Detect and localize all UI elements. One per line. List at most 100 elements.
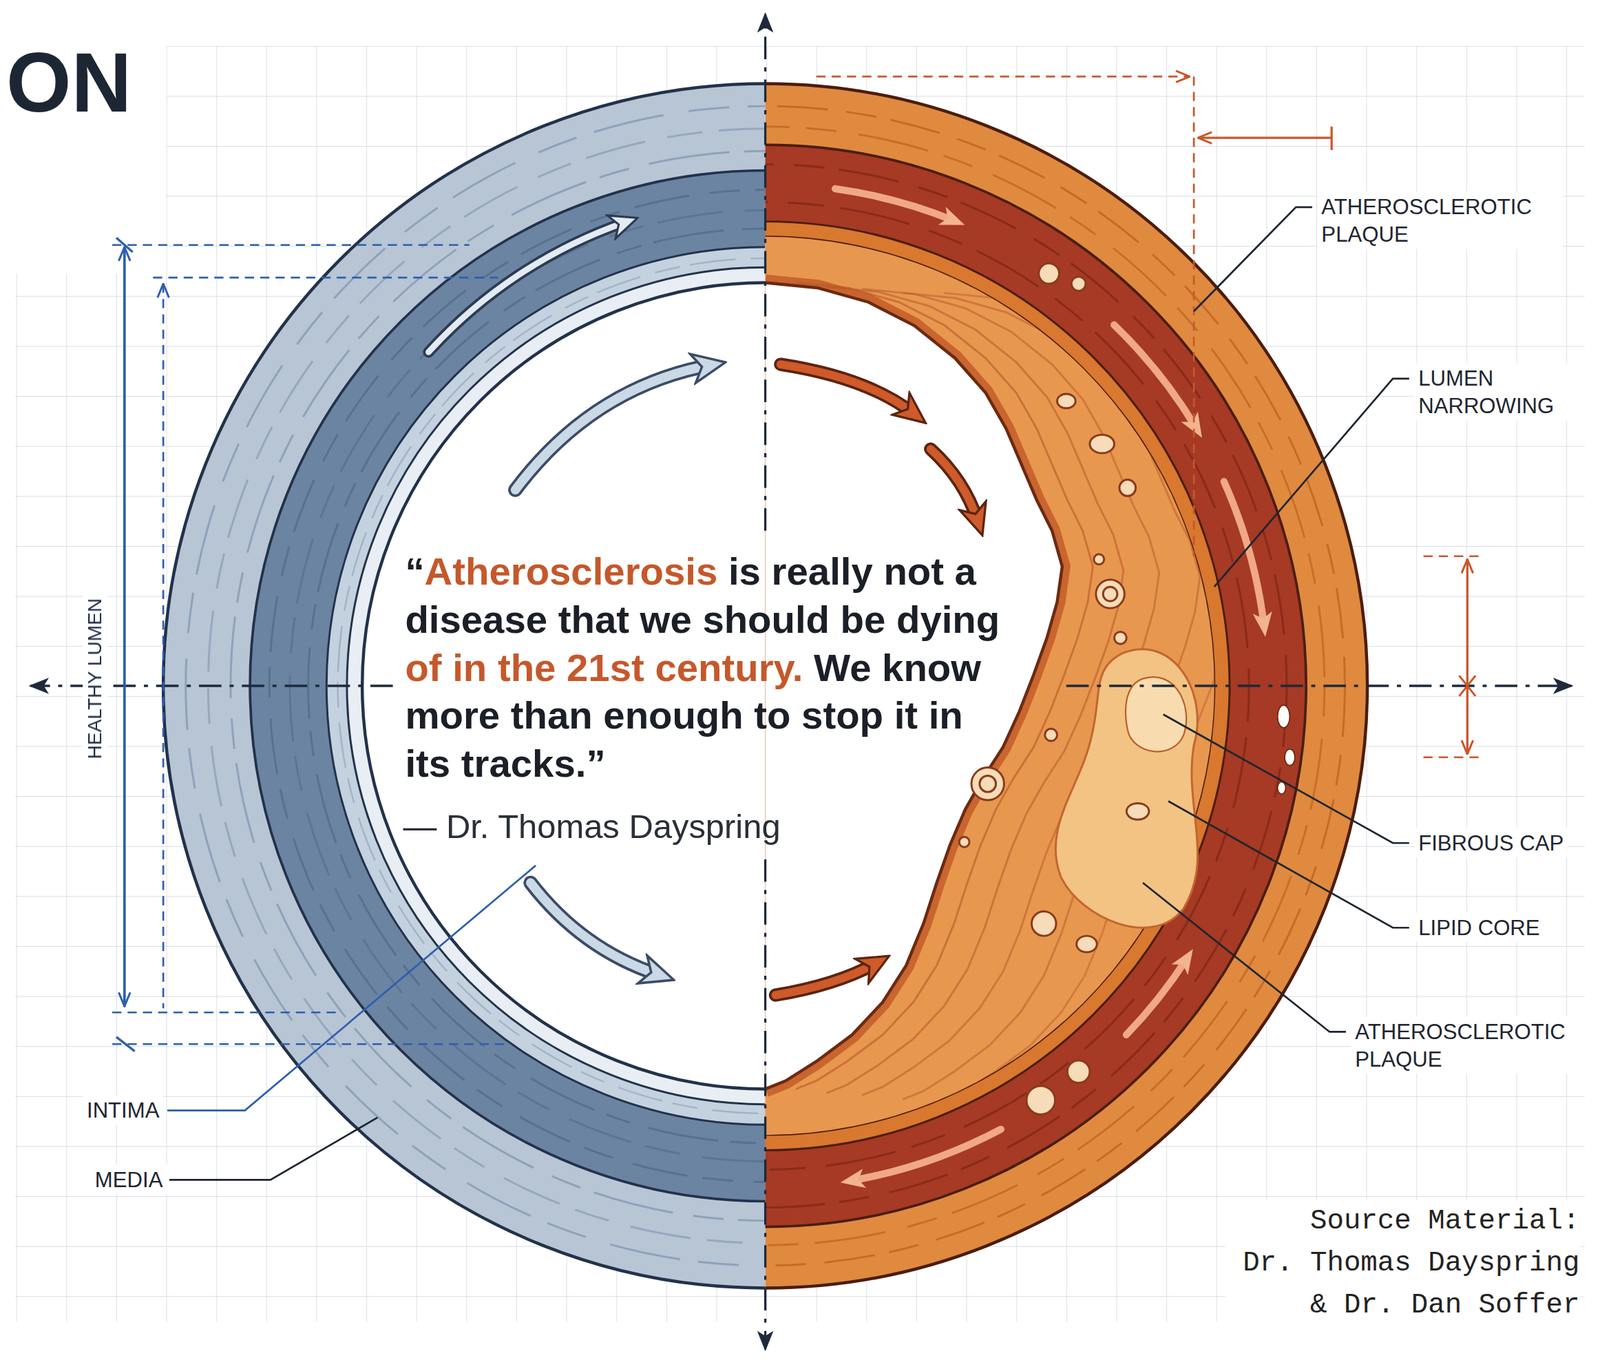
axis-line	[764, 14, 767, 531]
part-label-holder: FIBROUS CAP	[1414, 827, 1568, 858]
droplet	[1277, 704, 1291, 728]
media-ring	[249, 170, 765, 1202]
tissue-texture	[230, 150, 766, 1220]
extension-line	[816, 75, 1190, 78]
leader-lines	[167, 207, 1410, 1180]
endothelium-ring	[346, 267, 766, 1104]
cell	[971, 767, 1004, 800]
flow-arrow-outline	[530, 882, 659, 975]
cell	[1119, 479, 1136, 497]
extension-line	[1193, 76, 1196, 557]
flow-arrow	[775, 963, 876, 995]
dimension-tick	[1330, 126, 1333, 151]
leader-line	[1163, 713, 1410, 843]
title-holder: ON	[6, 40, 132, 125]
page-title: ON	[6, 40, 132, 125]
part-label: ATHEROSCLEROTIC PLAQUE	[1350, 1016, 1596, 1074]
healthy-lumen	[362, 282, 765, 1090]
cell	[1093, 554, 1105, 565]
extension-line	[1423, 755, 1482, 759]
flow-arrow-outline	[775, 963, 876, 995]
axis-line	[1066, 684, 1572, 687]
dimension-label: HEALTHY LUMEN	[82, 594, 108, 764]
cell	[979, 775, 997, 792]
part-label-holder: INTIMA	[82, 1094, 164, 1125]
dimension-line	[123, 247, 126, 1007]
leader-line	[1142, 882, 1346, 1032]
cell	[1026, 1085, 1055, 1114]
wall-flow-arrow	[1113, 324, 1196, 428]
cell	[1045, 728, 1058, 741]
dimension-label-holder: HEALTHY LUMEN	[82, 594, 108, 764]
dimension-tick	[116, 1036, 135, 1052]
cell	[1076, 935, 1098, 953]
leader-line	[167, 865, 536, 1111]
extension-line	[112, 1043, 511, 1046]
cell	[1031, 911, 1057, 937]
dimension-tick	[116, 237, 133, 252]
media-ring	[765, 144, 1307, 1227]
extension-line	[112, 243, 470, 246]
quote-attribution: — Dr. Thomas Dayspring	[402, 806, 781, 847]
source-note: Source Material:	[1226, 1200, 1581, 1242]
quote-text: “	[404, 550, 425, 593]
flow-arrow	[530, 882, 659, 975]
flow-arrow	[930, 448, 978, 521]
cell	[1056, 393, 1076, 409]
leader-line	[169, 1117, 378, 1180]
cell	[1089, 434, 1115, 454]
part-label-holder: MEDIA	[90, 1164, 167, 1194]
part-label-holder: LUMEN NARROWING	[1414, 363, 1593, 421]
leader-line	[1214, 378, 1410, 587]
extension-line	[162, 283, 165, 1008]
flow-arrow	[514, 365, 710, 491]
part-label-holder: ATHEROSCLEROTIC PLAQUE	[1317, 192, 1563, 250]
flow-arrow-outline	[780, 364, 914, 414]
narrowed-lumen	[765, 236, 1215, 1135]
plaque-texture	[765, 282, 1242, 1100]
fibrous-cap	[1125, 676, 1187, 752]
axis-line	[764, 859, 767, 1349]
foam-cells	[959, 262, 1150, 1114]
part-label-holder: ATHEROSCLEROTIC PLAQUE	[1350, 1016, 1596, 1074]
cell	[1126, 802, 1150, 820]
lumen-dimension	[112, 237, 511, 1051]
part-label: ATHEROSCLEROTIC PLAQUE	[1317, 192, 1563, 250]
quote-attribution-holder: — Dr. Thomas Dayspring	[402, 806, 781, 847]
leader-line	[1168, 800, 1410, 928]
part-label: LIPID CORE	[1414, 912, 1544, 942]
flow-arrow-outline	[930, 448, 978, 521]
source-note: Dr. Thomas Dayspring & Dr. Dan Soffer	[1226, 1241, 1581, 1326]
flow-arrow	[780, 364, 914, 414]
wall-flow-arrow	[852, 1129, 1002, 1181]
cell	[1113, 631, 1127, 644]
droplet	[1277, 781, 1287, 794]
cell	[959, 836, 970, 847]
flow-arrow-outline	[428, 222, 625, 352]
extension-line	[1423, 554, 1482, 557]
part-label: FIBROUS CAP	[1414, 827, 1568, 858]
axes	[30, 14, 1572, 1350]
grid-background	[15, 273, 166, 1322]
dimension-line	[1466, 559, 1469, 754]
cell	[1102, 586, 1118, 602]
part-label: LUMEN NARROWING	[1414, 363, 1593, 421]
dimension-mid-mark	[1458, 675, 1476, 697]
extension-line	[152, 276, 498, 279]
lipid-core	[1055, 649, 1198, 928]
tissue-texture	[338, 258, 766, 1114]
flow-arrow	[428, 222, 625, 352]
droplet	[1284, 749, 1296, 766]
extension-line	[112, 1011, 342, 1014]
part-label-holder: LIPID CORE	[1414, 912, 1544, 942]
cell	[1071, 276, 1086, 292]
part-label: INTIMA	[82, 1094, 164, 1125]
cell	[1067, 1060, 1090, 1083]
flow-arrow-outline	[514, 365, 710, 491]
quote-text: of in the 21st century.	[404, 645, 803, 689]
source-note-holder: Source Material:Dr. Thomas Dayspring & D…	[1226, 1200, 1581, 1326]
wall-flow-arrow	[835, 188, 954, 221]
tissue-texture	[765, 201, 1250, 1170]
part-label: MEDIA	[90, 1164, 167, 1194]
